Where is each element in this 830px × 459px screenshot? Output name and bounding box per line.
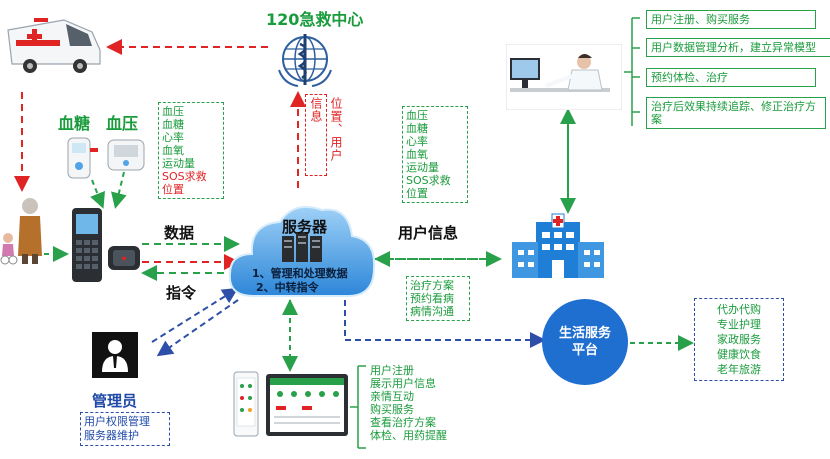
server-cloud-icon xyxy=(228,206,376,297)
life-service-item: 代办代购 xyxy=(717,303,761,316)
app-function-item: 用户注册 xyxy=(370,364,414,377)
who-emblem-icon xyxy=(278,34,332,87)
app-function-item: 查看治疗方案 xyxy=(370,416,436,429)
emergency-center-title: 120急救中心 xyxy=(266,10,364,29)
device-data-item: 血糖 xyxy=(162,118,184,131)
arrow-bp-to-phone xyxy=(111,171,127,209)
ambulance-icon xyxy=(7,18,101,73)
device-data-sos: SOS求救 xyxy=(162,170,207,183)
app-bracket xyxy=(350,365,366,449)
life-service-item: 老年旅游 xyxy=(717,363,761,376)
hospital-data-item: 血压 xyxy=(406,109,428,122)
life-service-item: 家政服务 xyxy=(717,333,761,346)
hospital-data-item: 位置 xyxy=(406,187,428,200)
hospital-data-item: SOS求救 xyxy=(406,174,451,187)
life-service-item: 专业护理 xyxy=(717,318,761,331)
device-data-item: 心率 xyxy=(162,131,184,144)
app-function-item: 体检、用药提醒 xyxy=(370,429,447,442)
app-screens-icon xyxy=(233,371,348,437)
life-service-item: 健康饮食 xyxy=(717,348,761,361)
hospital-service-item: 用户数据管理分析，建立异常模型 xyxy=(646,38,830,57)
treatment-item: 治疗方案 xyxy=(410,279,454,292)
user-info-link-label: 用户信息 xyxy=(398,224,459,242)
service-bracket xyxy=(624,17,640,126)
app-function-item: 购买服务 xyxy=(370,403,414,416)
hospital-icon xyxy=(512,213,604,278)
hospital-data-item: 心率 xyxy=(406,135,428,148)
svg-text:♥: ♥ xyxy=(121,256,126,263)
admin-icon xyxy=(92,332,138,378)
location-info-box: 位置、用户信息 xyxy=(305,94,343,176)
life-services-box: 代办代购 专业护理 家政服务 健康饮食 老年旅游 xyxy=(694,298,784,381)
doctor-computer-icon xyxy=(506,44,622,110)
device-data-item: 运动量 xyxy=(162,157,195,170)
server-function-item: 1、管理和处理数据 xyxy=(252,267,348,280)
life-service-platform: 生活服务平台 xyxy=(542,299,628,385)
hospital-data-item: 运动量 xyxy=(406,161,439,174)
device-data-location: 位置 xyxy=(162,183,184,196)
device-data-item: 血氧 xyxy=(162,144,184,157)
app-function-item: 展示用户信息 xyxy=(370,377,436,390)
hospital-service-item: 治疗后效果持续追踪、修正治疗方案 xyxy=(646,97,826,129)
hospital-data-box: 血压 血糖 心率 血氧 运动量 SOS求救 位置 xyxy=(402,106,468,203)
location-info-text: 位置、用户信息 xyxy=(309,97,343,162)
admin-duty-item: 用户权限管理 xyxy=(84,415,150,428)
server-functions: 1、管理和处理数据 2、中转指令 xyxy=(252,267,348,295)
data-link-label: 数据 xyxy=(164,224,195,242)
blood-pressure-label: 血压 xyxy=(106,114,139,133)
admin-title: 管理员 xyxy=(92,392,138,410)
hospital-service-item: 预约体检、治疗 xyxy=(646,68,816,87)
treatment-item: 病情沟通 xyxy=(410,305,454,318)
admin-duty-item: 服务器维护 xyxy=(84,429,139,442)
hospital-data-item: 血糖 xyxy=(406,122,428,135)
command-link-label: 指令 xyxy=(166,284,197,302)
device-data-item: 血压 xyxy=(162,105,184,118)
blood-sugar-label: 血糖 xyxy=(58,114,91,133)
phone-watch-device-icon: ♥ xyxy=(72,208,140,282)
hospital-service-item: 用户注册、购买服务 xyxy=(646,10,816,29)
treatment-box: 治疗方案 预约看病 病情沟通 xyxy=(406,276,470,321)
treatment-item: 预约看病 xyxy=(410,292,454,305)
elderly-person-icon xyxy=(0,198,42,265)
arrow-glucometer-to-phone xyxy=(90,179,105,209)
blood-pressure-monitor-icon xyxy=(107,139,145,171)
server-function-item: 2、中转指令 xyxy=(256,281,319,294)
app-function-item: 亲情互动 xyxy=(370,390,414,403)
arrow-admin-to-server xyxy=(151,287,239,343)
app-functions-list: 用户注册 展示用户信息 亲情互动 购买服务 查看治疗方案 体检、用药提醒 xyxy=(370,364,447,442)
server-title: 服务器 xyxy=(282,218,328,236)
admin-duties-box: 用户权限管理 服务器维护 xyxy=(80,412,170,446)
arrow-server-to-life-platform xyxy=(344,300,546,348)
hospital-data-item: 血氧 xyxy=(406,148,428,161)
glucometer-icon xyxy=(67,137,98,179)
arrow-server-to-admin xyxy=(156,299,239,357)
device-data-box: 血压 血糖 心率 血氧 运动量 SOS求救 位置 xyxy=(158,102,224,199)
